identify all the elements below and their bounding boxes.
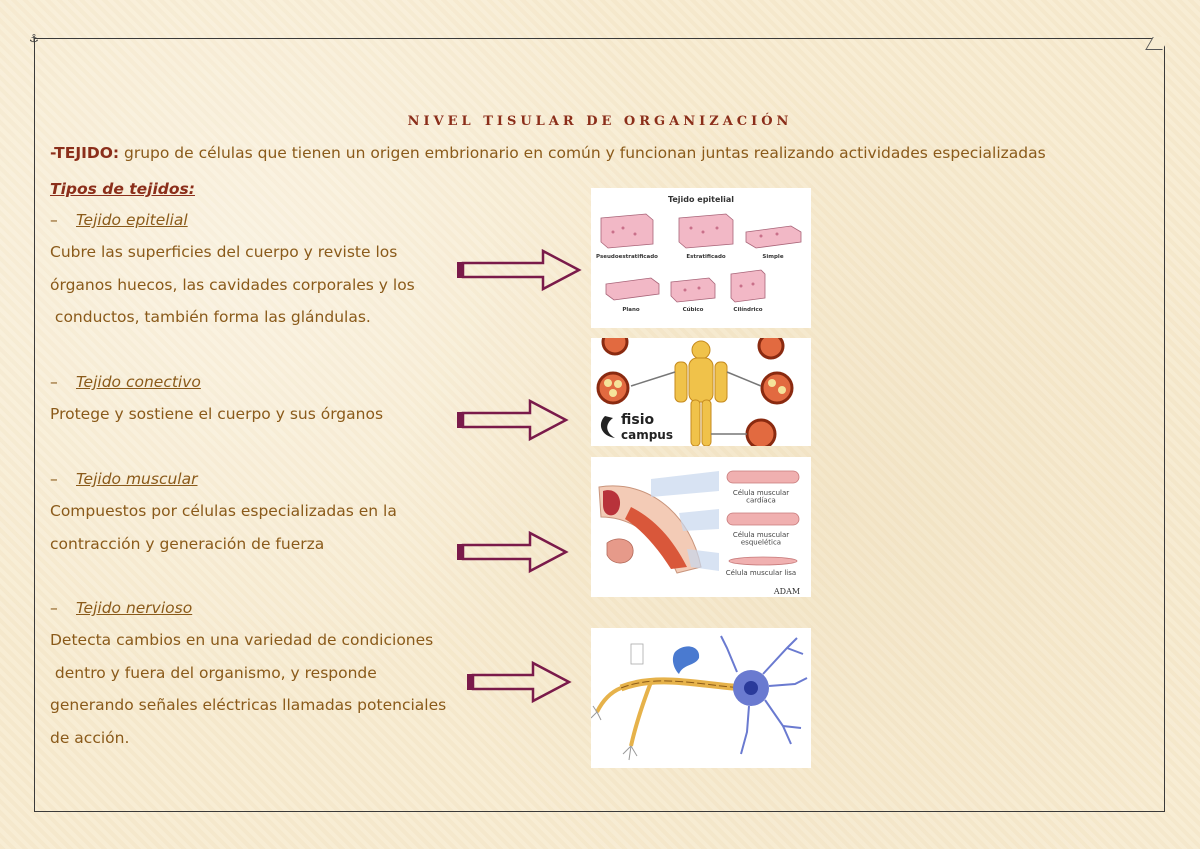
watermark-text: campus [621,428,673,442]
tissue-description-nervioso: Detecta cambios en una variedad de condi… [50,631,447,747]
list-dash: – [50,470,58,488]
tissue-description-muscular: Compuestos por células especializadas en… [50,502,397,553]
tissue-name: Tejido epitelial [76,211,188,229]
definition-paragraph: -TEJIDO: grupo de células que tienen un … [50,144,1046,162]
list-dash: – [50,373,58,391]
arrow-right-icon [457,248,582,292]
anchor-mark: ⚓ [29,32,39,45]
epithelial-label: Estratificado [686,254,726,260]
watermark-text: fisio [621,412,655,428]
tissue-heading-conectivo: –Tejido conectivo [50,373,201,391]
epithelial-tissue-image: Tejido epitelial Pseudoestratificado Est… [591,188,811,328]
epithelial-image-title: Tejido epitelial [668,195,734,204]
epithelial-label: Cúbico [683,306,704,313]
folded-corner [1145,37,1170,50]
arrow-right-icon [457,398,569,442]
definition-text: grupo de células que tienen un origen em… [119,144,1046,162]
tissue-description-conectivo: Protege y sostiene el cuerpo y sus órgan… [50,405,384,423]
epithelial-label: Pseudoestratificado [596,254,658,260]
tissue-heading-muscular: –Tejido muscular [50,470,197,488]
page-border [34,37,1170,812]
tissue-name: Tejido nervioso [76,599,193,617]
tissue-name: Tejido conectivo [76,373,201,391]
tissue-description-epitelial: Cubre las superficies del cuerpo y revis… [50,243,415,326]
epithelial-label: Plano [622,307,640,313]
definition-term: -TEJIDO: [50,144,120,162]
muscle-label: Célula muscular lisa [726,569,796,577]
tissue-heading-nervioso: –Tejido nervioso [50,599,192,617]
connective-tissue-image: fisio campus [591,338,811,446]
tissue-name: Tejido muscular [76,470,198,488]
types-heading: Tipos de tejidos: [50,180,195,198]
epithelial-label: Simple [762,254,783,260]
arrow-right-icon [457,530,569,574]
nerve-tissue-image [591,628,811,768]
image-credit: ADAM [773,587,800,596]
tissue-heading-epitelial: –Tejido epitelial [50,211,188,229]
page-title: NIVEL TISULAR DE ORGANIZACIÓN [407,114,793,129]
epithelial-label: Cilíndrico [733,306,762,313]
list-dash: – [50,599,58,617]
list-dash: – [50,211,58,229]
arrow-right-icon [467,660,572,704]
